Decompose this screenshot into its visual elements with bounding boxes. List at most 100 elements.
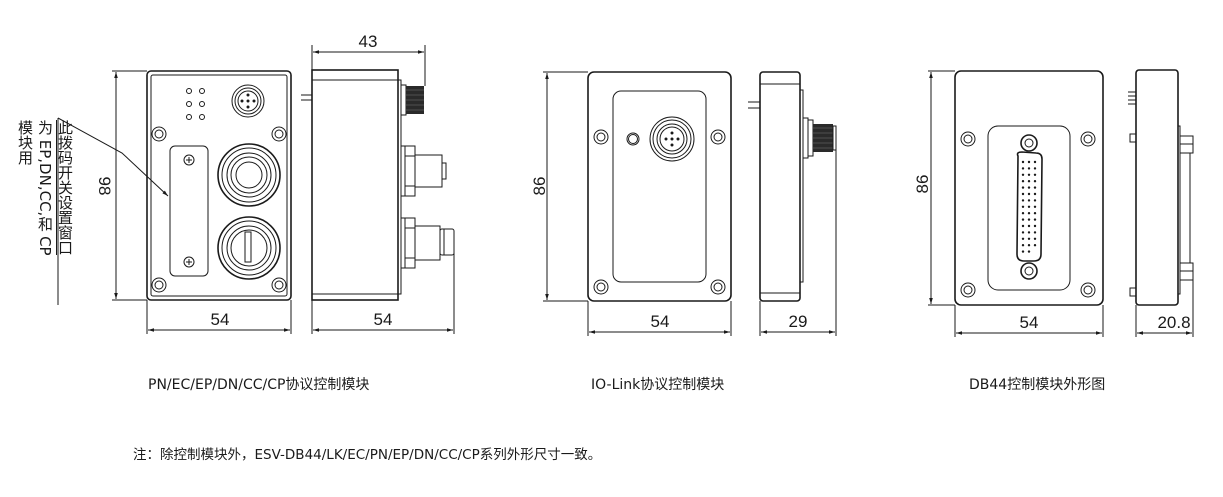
db44-pin	[1027, 180, 1031, 183]
db44-pin	[1021, 186, 1025, 189]
footnote: 注：除控制模块外，ESV-DB44/LK/EC/PN/EP/DN/CC/CP系列…	[133, 447, 602, 463]
module3-front-view	[954, 70, 1104, 306]
module2-width-dimension: 54	[587, 301, 732, 336]
module1-width-dimension: 54	[146, 300, 292, 334]
db44-pin	[1027, 231, 1031, 234]
db44-pin	[1021, 218, 1025, 221]
mount-hole-icon	[960, 131, 976, 147]
db44-pin	[1021, 250, 1025, 253]
mount-hole-icon	[593, 279, 609, 295]
module1-width-label: 54	[211, 310, 230, 329]
mount-hole-icon	[593, 129, 609, 145]
db44-pin	[1021, 244, 1025, 247]
db44-pin	[1021, 237, 1025, 240]
module1-height-dimension: 98	[95, 70, 147, 301]
module1-caption: PN/EC/EP/DN/CC/CP协议控制模块	[148, 377, 370, 393]
db44-pin	[1033, 205, 1037, 208]
dip-switch-window-icon	[169, 145, 209, 277]
db44-pin	[1033, 180, 1037, 183]
db44-pin	[1021, 180, 1025, 183]
db44-pin	[1033, 186, 1037, 189]
cable-gland-icon	[217, 143, 281, 207]
db44-pin	[1027, 237, 1031, 240]
mount-hole-icon	[151, 277, 167, 293]
db44-pin	[1033, 224, 1037, 228]
db44-pin	[1027, 199, 1031, 202]
module2-caption: IO-Link协议控制模块	[591, 377, 725, 393]
module2-width-label: 54	[651, 312, 670, 331]
annotation-leader-line	[57, 117, 169, 305]
mount-hole-icon	[271, 277, 287, 293]
db44-pin	[1033, 199, 1037, 202]
db44-pin	[1027, 205, 1031, 208]
module1-front-view	[146, 70, 292, 301]
module2-front-view	[587, 71, 732, 302]
mount-hole-icon	[151, 126, 167, 142]
module1-height-label: 98	[95, 177, 114, 196]
db44-pin	[1033, 212, 1037, 215]
module2-height-label: 86	[530, 177, 549, 196]
module1-total-depth-dimension: 54	[311, 250, 455, 334]
module1-total-depth-label: 54	[374, 310, 393, 329]
db44-pin	[1033, 160, 1037, 164]
db44-pin	[1027, 173, 1031, 176]
module2-height-dimension: 86	[530, 71, 588, 302]
db44-pin	[1033, 231, 1037, 234]
db44-pin	[1027, 218, 1031, 221]
db44-pin	[1027, 244, 1031, 247]
db44-pin	[1033, 218, 1037, 221]
module3-depth-dimension: 20.8	[1135, 280, 1194, 337]
mount-hole-icon	[1080, 282, 1096, 298]
led-indicators-icon	[186, 88, 205, 120]
mount-hole-icon	[710, 129, 726, 145]
db44-pin	[1033, 173, 1037, 176]
db44-pin	[1021, 212, 1025, 215]
db44-pin	[1033, 167, 1037, 170]
module2-side-view	[748, 71, 837, 302]
module3-height-label: 86	[913, 175, 932, 194]
module3-width-label: 54	[1020, 313, 1039, 332]
db44-pin	[1027, 212, 1031, 215]
module1-side-view	[301, 69, 455, 301]
module3-caption: DB44控制模块外形图	[969, 377, 1106, 393]
db44-pin	[1021, 205, 1025, 208]
annotation-line-1: 此拨码开关设置窗口	[56, 120, 74, 255]
db44-pin	[1021, 167, 1025, 170]
db44-pin	[1027, 224, 1031, 228]
led-indicator-icon	[626, 132, 640, 146]
db44-pin	[1027, 167, 1031, 170]
db44-connector-icon	[1016, 134, 1043, 280]
db44-pin	[1021, 199, 1025, 202]
mount-hole-icon	[960, 282, 976, 298]
db44-pin	[1027, 186, 1031, 189]
db44-pin	[1021, 173, 1025, 176]
db44-pin	[1021, 192, 1025, 196]
mount-hole-icon	[271, 126, 287, 142]
db44-pin	[1033, 237, 1037, 240]
module1-connector-depth-label: 43	[359, 32, 378, 51]
side-bus-connector-icon	[400, 217, 455, 269]
module3-width-dimension: 54	[954, 305, 1104, 337]
m12-connector-icon	[231, 84, 265, 118]
db44-pin	[1033, 192, 1037, 196]
db44-pin	[1027, 192, 1031, 196]
module1-connector-depth-dimension: 43	[311, 32, 426, 86]
db44-pin	[1027, 160, 1031, 164]
annotation-line-2: 为 EP,DN,CC,和 CP	[36, 120, 54, 256]
side-cable-gland-icon	[400, 145, 447, 197]
module3-depth-label: 20.8	[1157, 313, 1190, 332]
module3-height-dimension: 86	[913, 70, 955, 306]
annotation-line-3: 模块用	[16, 120, 34, 165]
mount-hole-icon	[710, 279, 726, 295]
db44-pin	[1021, 224, 1025, 228]
threaded-connector-icon	[802, 117, 837, 159]
module3-side-view	[1128, 69, 1194, 306]
db44-pin	[1033, 244, 1037, 247]
db44-pin	[1021, 160, 1025, 164]
threaded-connector-icon	[400, 84, 424, 116]
bus-connector-icon	[217, 216, 281, 280]
module2-depth-dimension: 29	[759, 150, 837, 336]
db44-pin	[1027, 250, 1031, 253]
module2-depth-label: 29	[789, 312, 808, 331]
